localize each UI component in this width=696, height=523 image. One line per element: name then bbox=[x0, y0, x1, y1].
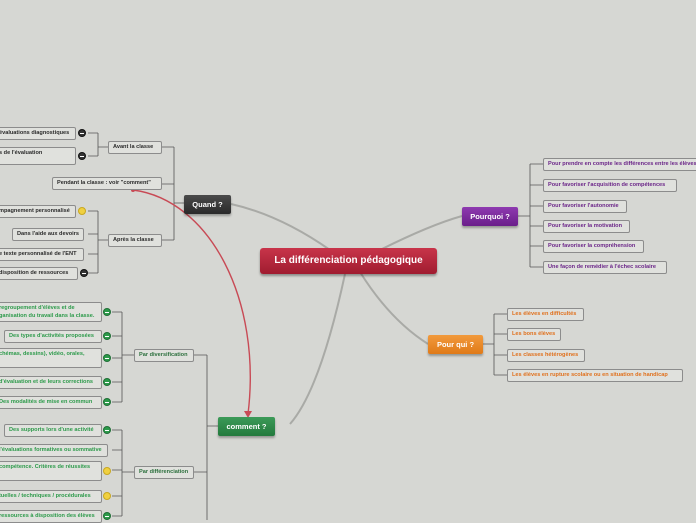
lightbulb-icon bbox=[103, 492, 111, 500]
subtopic-par-diversification[interactable]: Par diversification bbox=[134, 349, 194, 362]
leaf-accompagnement-personnalise[interactable]: mpagnement personnalisé bbox=[0, 205, 76, 218]
globe-icon bbox=[103, 354, 111, 362]
subtopic-pendant-la-classe[interactable]: Pendant la classe : voir "comment" bbox=[52, 177, 162, 190]
globe-icon bbox=[103, 426, 111, 434]
leaf-disposition-de-ressources[interactable]: disposition de ressources bbox=[0, 267, 78, 280]
topic-pourquoi[interactable]: Pourquoi ? bbox=[462, 207, 518, 226]
topic-pour-qui[interactable]: Pour qui ? bbox=[428, 335, 483, 354]
leaf-schemas-video-orales[interactable]: chémas, dessins), vidéo, orales, bbox=[0, 348, 102, 368]
leaf-motivation[interactable]: Pour favoriser la motivation bbox=[543, 220, 630, 233]
leaf-evaluation-corrections[interactable]: d'évaluation et de leurs corrections bbox=[0, 376, 102, 389]
leaf-comprehension[interactable]: Pour favoriser la compréhension bbox=[543, 240, 644, 253]
globe-icon bbox=[103, 398, 111, 406]
globe-icon bbox=[103, 332, 111, 340]
leaf-rupture-scolaire-handicap[interactable]: Les élèves en rupture scolaire ou en sit… bbox=[507, 369, 683, 382]
topic-comment[interactable]: comment ? bbox=[218, 417, 275, 436]
lightbulb-icon bbox=[103, 467, 111, 475]
globe-icon bbox=[103, 378, 111, 386]
leaf-ressources-eleves[interactable]: ressources à disposition des élèves bbox=[0, 510, 102, 523]
leaf-differences-entre-eleves[interactable]: Pour prendre en compte les différences e… bbox=[543, 158, 696, 171]
globe-icon bbox=[103, 308, 111, 316]
leaf-aide-aux-devoirs[interactable]: Dans l'aide aux devoirs bbox=[12, 228, 84, 241]
globe-icon bbox=[103, 512, 111, 520]
globe-icon bbox=[80, 269, 88, 277]
leaf-procedurales[interactable]: tuelles / techniques / procédurales bbox=[0, 490, 102, 503]
subtopic-apres-la-classe[interactable]: Après la classe bbox=[108, 234, 162, 247]
leaf-acquisition-competences[interactable]: Pour favoriser l'acquisition de compéten… bbox=[543, 179, 677, 192]
globe-icon bbox=[78, 152, 86, 160]
leaf-supports-activite[interactable]: Des supports lors d'une activité bbox=[4, 424, 102, 437]
subtopic-par-differenciation[interactable]: Par différenciation bbox=[134, 466, 194, 479]
leaf-bons-eleves[interactable]: Les bons élèves bbox=[507, 328, 561, 341]
leaf-autonomie[interactable]: Pour favoriser l'autonomie bbox=[543, 200, 627, 213]
leaf-texte-personnalise-ent[interactable]: e texte personnalisé de l'ENT bbox=[0, 248, 84, 261]
leaf-remedier-echec-scolaire[interactable]: Une façon de remédier à l'échec scolaire bbox=[543, 261, 667, 274]
leaf-mise-en-commun[interactable]: Des modalités de mise en commun bbox=[0, 396, 102, 409]
leaf-regroupement-eleves[interactable]: regroupement d'élèves et de ganisation d… bbox=[0, 302, 102, 322]
leaf-eleves-en-difficultes[interactable]: Les élèves en difficultés bbox=[507, 308, 584, 321]
leaf-classes-heterogenes[interactable]: Les classes hétérogènes bbox=[507, 349, 585, 362]
leaf-evaluations-diagnostiques[interactable]: évaluations diagnostiques bbox=[0, 127, 76, 140]
lightbulb-icon bbox=[78, 207, 86, 215]
leaf-types-activites[interactable]: Des types d'activités proposées bbox=[4, 330, 102, 343]
leaf-evaluation[interactable]: s de l'évaluation bbox=[0, 147, 76, 165]
subtopic-avant-la-classe[interactable]: Avant la classe bbox=[108, 141, 162, 154]
leaf-evaluations-formatives[interactable]: l'évaluations formatives ou sommative bbox=[0, 444, 108, 457]
topic-quand[interactable]: Quand ? bbox=[184, 195, 231, 214]
central-topic[interactable]: La différenciation pédagogique bbox=[260, 248, 437, 274]
globe-icon bbox=[78, 129, 86, 137]
leaf-competence-criteres[interactable]: compétence. Critères de réussites bbox=[0, 461, 102, 481]
